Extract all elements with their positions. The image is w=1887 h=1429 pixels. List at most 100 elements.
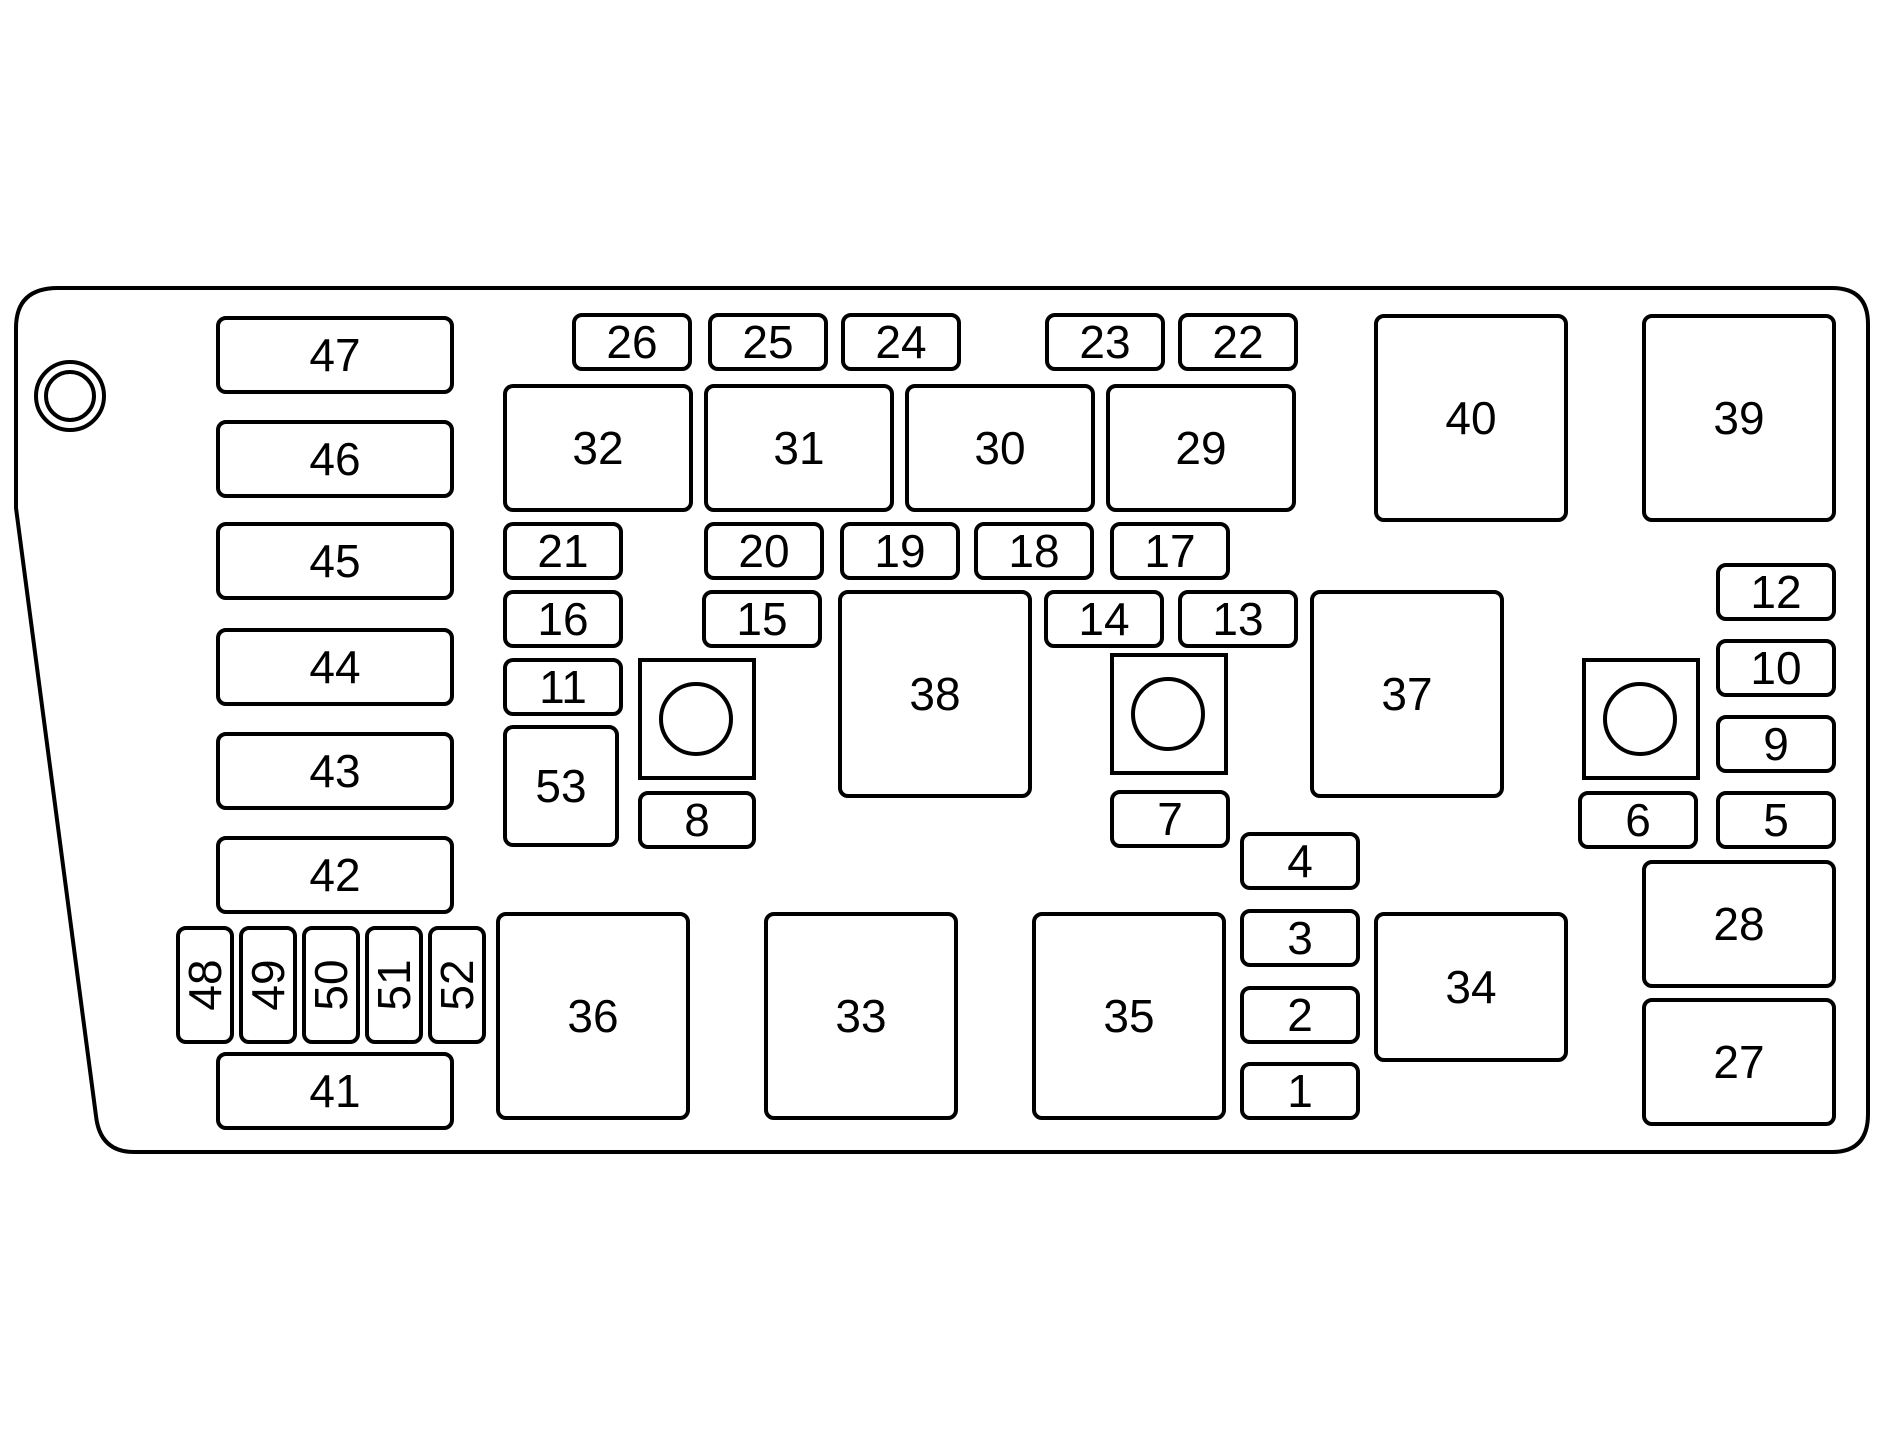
fuse-label: 47 bbox=[309, 329, 360, 381]
fuse-label: 44 bbox=[309, 641, 360, 693]
fuse-label: 14 bbox=[1078, 593, 1129, 645]
fuse-slot bbox=[1642, 998, 1836, 1126]
fuse-slot bbox=[1110, 522, 1230, 580]
fuse-10: 10 bbox=[1716, 639, 1836, 697]
fuse-slot bbox=[176, 926, 234, 1044]
fuse-label: 15 bbox=[736, 593, 787, 645]
fuse-label: 8 bbox=[684, 794, 710, 846]
fuse-slot bbox=[239, 926, 297, 1044]
fuse-label: 38 bbox=[909, 668, 960, 720]
fuse-32: 32 bbox=[503, 384, 693, 512]
fuse-17: 17 bbox=[1110, 522, 1230, 580]
fuse-slot bbox=[216, 316, 454, 394]
fuse-50: 50 bbox=[302, 926, 360, 1044]
fuse-label: 4 bbox=[1287, 835, 1313, 887]
fuse-40: 40 bbox=[1374, 314, 1568, 522]
fuse-52: 52 bbox=[428, 926, 486, 1044]
fuse-slot bbox=[1642, 314, 1836, 522]
fuse-label: 35 bbox=[1103, 990, 1154, 1042]
fuse-1: 1 bbox=[1240, 1062, 1360, 1120]
fuse-slot bbox=[216, 628, 454, 706]
fuse-3: 3 bbox=[1240, 909, 1360, 967]
fuse-label: 9 bbox=[1763, 718, 1789, 770]
fuse-slot bbox=[1110, 790, 1230, 848]
fuse-label: 3 bbox=[1287, 912, 1313, 964]
fuse-label: 22 bbox=[1212, 316, 1263, 368]
fuse-label: 46 bbox=[309, 433, 360, 485]
fuse-33: 33 bbox=[764, 912, 958, 1120]
fuse-slot bbox=[1240, 832, 1360, 890]
fuse-49: 49 bbox=[239, 926, 297, 1044]
fuse-20: 20 bbox=[704, 522, 824, 580]
fuse-label: 43 bbox=[309, 745, 360, 797]
fuse-box-outline bbox=[14, 286, 1870, 1154]
fuse-slot bbox=[1178, 313, 1298, 371]
fuse-26: 26 bbox=[572, 313, 692, 371]
fuse-18: 18 bbox=[974, 522, 1094, 580]
fuse-label: 39 bbox=[1713, 392, 1764, 444]
fuse-label: 48 bbox=[179, 959, 231, 1010]
fuse-slot bbox=[302, 926, 360, 1044]
relay-socket-left bbox=[638, 658, 756, 780]
fuse-slot bbox=[702, 590, 822, 648]
fuse-label: 13 bbox=[1212, 593, 1263, 645]
fuse-22: 22 bbox=[1178, 313, 1298, 371]
fuse-27: 27 bbox=[1642, 998, 1836, 1126]
fuse-slot bbox=[764, 912, 958, 1120]
fuse-label: 27 bbox=[1713, 1036, 1764, 1088]
fuse-15: 15 bbox=[702, 590, 822, 648]
fuse-label: 29 bbox=[1175, 422, 1226, 474]
fuse-label: 11 bbox=[539, 661, 587, 713]
fuse-slot bbox=[1044, 590, 1164, 648]
fuse-42: 42 bbox=[216, 836, 454, 914]
fuse-label: 50 bbox=[305, 959, 357, 1010]
fuse-label: 25 bbox=[742, 316, 793, 368]
fuse-slot bbox=[1240, 909, 1360, 967]
fuse-slot bbox=[428, 926, 486, 1044]
fuse-slot bbox=[1716, 639, 1836, 697]
fuse-label: 7 bbox=[1157, 793, 1183, 845]
fuse-label: 23 bbox=[1079, 316, 1130, 368]
fuse-slot bbox=[1032, 912, 1226, 1120]
fuse-28: 28 bbox=[1642, 860, 1836, 988]
fuse-label: 36 bbox=[567, 990, 618, 1042]
fuse-slot bbox=[216, 1052, 454, 1130]
fuse-label: 28 bbox=[1713, 898, 1764, 950]
fuse-34: 34 bbox=[1374, 912, 1568, 1062]
fuse-slot bbox=[905, 384, 1095, 512]
fuse-slot bbox=[503, 590, 623, 648]
fuse-36: 36 bbox=[496, 912, 690, 1120]
fuse-slot bbox=[1310, 590, 1504, 798]
fuse-41: 41 bbox=[216, 1052, 454, 1130]
fuse-slot bbox=[1716, 791, 1836, 849]
fuse-35: 35 bbox=[1032, 912, 1226, 1120]
fuse-label: 41 bbox=[309, 1065, 360, 1117]
fuse-slot bbox=[365, 926, 423, 1044]
fuse-label: 42 bbox=[309, 849, 360, 901]
fuse-label: 1 bbox=[1287, 1065, 1313, 1117]
fuse-30: 30 bbox=[905, 384, 1095, 512]
fuse-slot bbox=[503, 522, 623, 580]
fuse-label: 45 bbox=[309, 535, 360, 587]
fuse-slot bbox=[1106, 384, 1296, 512]
fuse-label: 26 bbox=[606, 316, 657, 368]
fuse-label: 49 bbox=[242, 959, 294, 1010]
fuse-47: 47 bbox=[216, 316, 454, 394]
fuse-label: 6 bbox=[1625, 794, 1651, 846]
fuse-slot bbox=[503, 658, 623, 716]
fuse-slot bbox=[503, 725, 619, 847]
mounting-hole bbox=[34, 360, 106, 432]
fuse-31: 31 bbox=[704, 384, 894, 512]
fuse-label: 51 bbox=[368, 959, 420, 1010]
fuse-label: 30 bbox=[974, 422, 1025, 474]
fuse-25: 25 bbox=[708, 313, 828, 371]
fuse-slot bbox=[1716, 715, 1836, 773]
fuse-51: 51 bbox=[365, 926, 423, 1044]
fuse-13: 13 bbox=[1178, 590, 1298, 648]
fuse-label: 32 bbox=[572, 422, 623, 474]
fuse-8: 8 bbox=[638, 791, 756, 849]
fuse-45: 45 bbox=[216, 522, 454, 600]
fuse-label: 37 bbox=[1381, 668, 1432, 720]
fuse-slot bbox=[1374, 912, 1568, 1062]
